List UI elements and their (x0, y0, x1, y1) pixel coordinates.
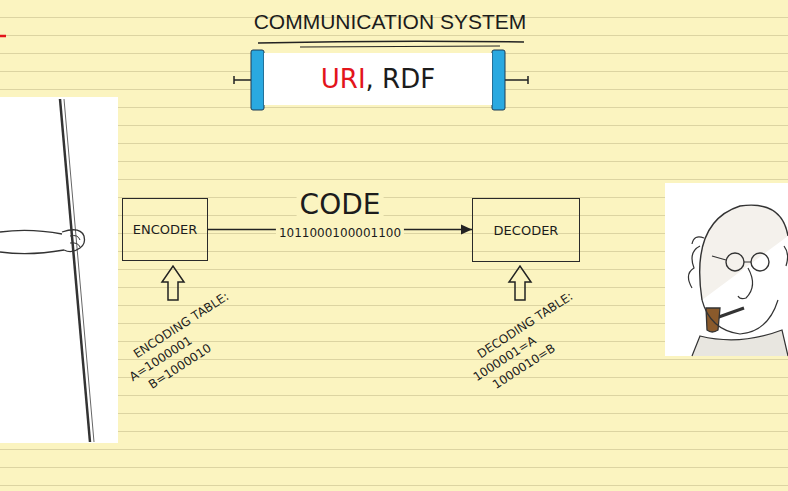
node-text: ENCODER (133, 222, 198, 237)
title-underline (258, 41, 524, 43)
node-text: DECODER (494, 223, 559, 238)
node-text: , RDF (366, 64, 436, 94)
bracket-bar (251, 50, 264, 110)
up-arrow (162, 266, 184, 300)
binary-code-wrap: 1011000100001100 (276, 222, 404, 241)
binary-code: 1011000100001100 (276, 226, 404, 240)
edge-label: CODE (297, 188, 384, 221)
title-underline (300, 46, 500, 47)
bracket-line (505, 76, 528, 84)
red-mark (0, 35, 6, 38)
node-text: URI (321, 64, 366, 94)
encoding-table: ENCODING TABLE:A=1000001B=1000010 (105, 288, 251, 407)
title-text: COMMUNICATION SYSTEM (254, 10, 527, 33)
title-wrap: COMMUNICATION SYSTEM (254, 10, 527, 34)
encoder-box: ENCODER (122, 198, 208, 261)
stick-figure (0, 97, 118, 443)
arrow-head (461, 225, 472, 235)
edge-label-wrap: CODE (297, 188, 384, 221)
bracket-bar (492, 50, 505, 110)
decoding-table: DECODING TABLE:1000001=A1000010=B (449, 288, 595, 407)
bracket-line (234, 76, 252, 84)
decoder-box: DECODER (472, 198, 580, 262)
pipe-smoker-portrait (665, 183, 788, 356)
up-arrow (509, 266, 531, 300)
rdf-band: URI, RDF (264, 53, 492, 105)
